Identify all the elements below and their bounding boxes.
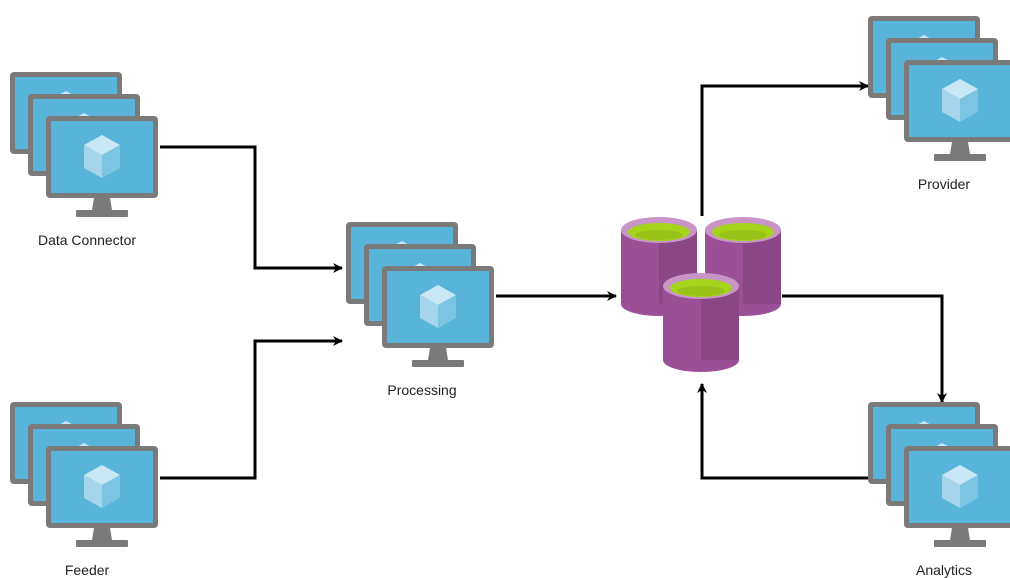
edge-analytics-to-databases [697, 383, 868, 480]
node-processing [346, 222, 494, 367]
database-icon [663, 273, 739, 372]
vm-scale-set-icon [346, 222, 494, 367]
vm-scale-set-icon [868, 16, 1010, 161]
edge-databases-to-analytics [782, 294, 947, 403]
node-analytics [868, 402, 1010, 547]
edge-databases-to-provider [700, 81, 869, 216]
edge-feeder-to-processing [160, 336, 343, 480]
label-analytics: Analytics [915, 562, 973, 578]
label-provider: Provider [917, 176, 971, 192]
label-processing: Processing [387, 382, 457, 398]
vm-scale-set-icon [10, 402, 158, 547]
node-data-connector [10, 72, 158, 217]
vm-scale-set-icon [868, 402, 1010, 547]
node-provider [868, 16, 1010, 161]
edge-data-connector-to-processing [160, 145, 343, 273]
node-feeder [10, 402, 158, 547]
node-databases [621, 217, 781, 372]
label-feeder: Feeder [64, 562, 110, 578]
label-data-connector: Data Connector [37, 232, 137, 248]
connectors [160, 81, 947, 480]
vm-scale-set-icon [10, 72, 158, 217]
